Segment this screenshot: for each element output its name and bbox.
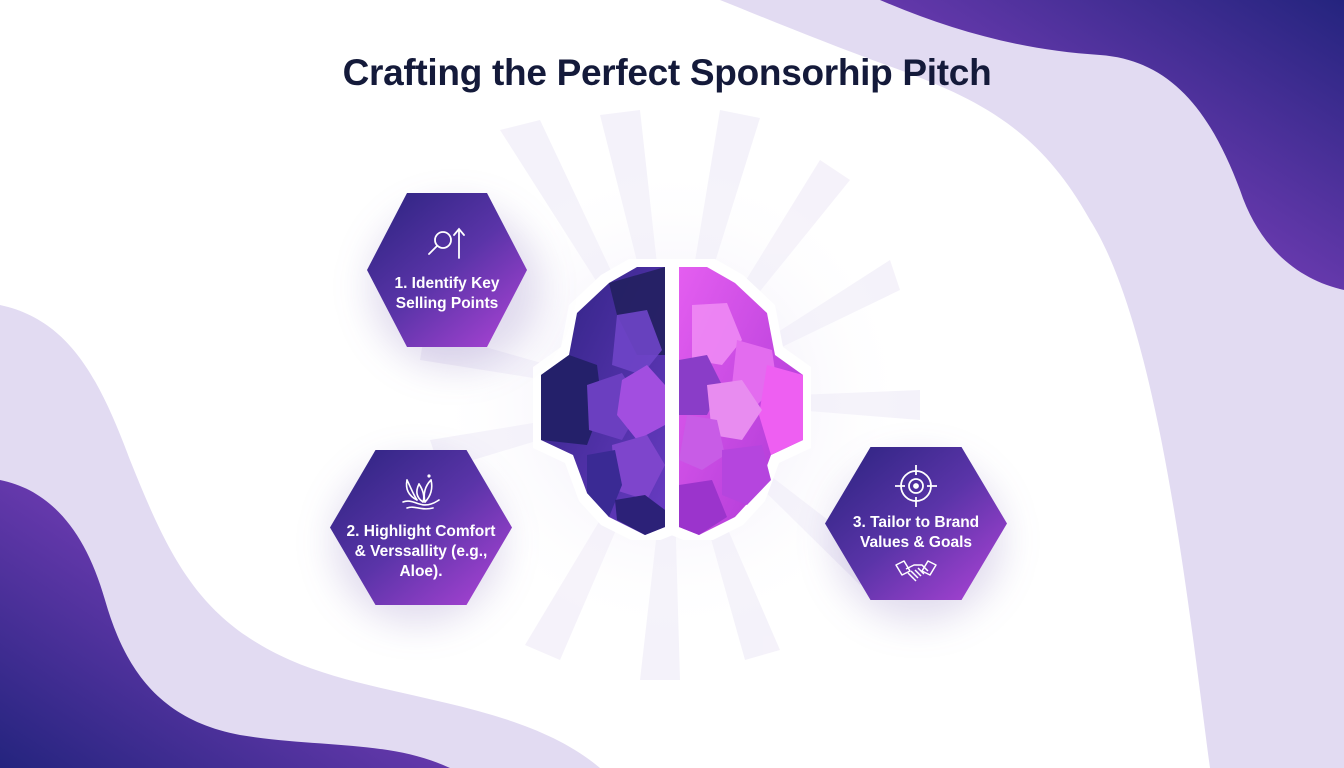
target-icon — [895, 464, 937, 507]
aloe-plant-icon — [402, 473, 440, 510]
step-2-label-line3: Aloe). — [399, 562, 443, 580]
handshake-icon — [895, 559, 937, 582]
brain-icon — [541, 267, 803, 535]
step-2-label-line2: & Verssallity (e.g., — [354, 542, 488, 560]
search-growth-icon — [428, 227, 465, 259]
brain-illustration — [527, 255, 817, 540]
step-3-label-line1: 3. Tailor to Brand — [852, 513, 980, 531]
step-1-label-line1: 1. Identify Key — [394, 275, 500, 292]
page-title: Crafting the Perfect Sponsorhip Pitch — [342, 52, 992, 93]
step-1-label-line2: Selling Points — [395, 295, 499, 312]
step-2-label-line1: 2. Highlight Comfort — [346, 522, 496, 540]
step-3-label-line2: Values & Goals — [860, 533, 972, 551]
